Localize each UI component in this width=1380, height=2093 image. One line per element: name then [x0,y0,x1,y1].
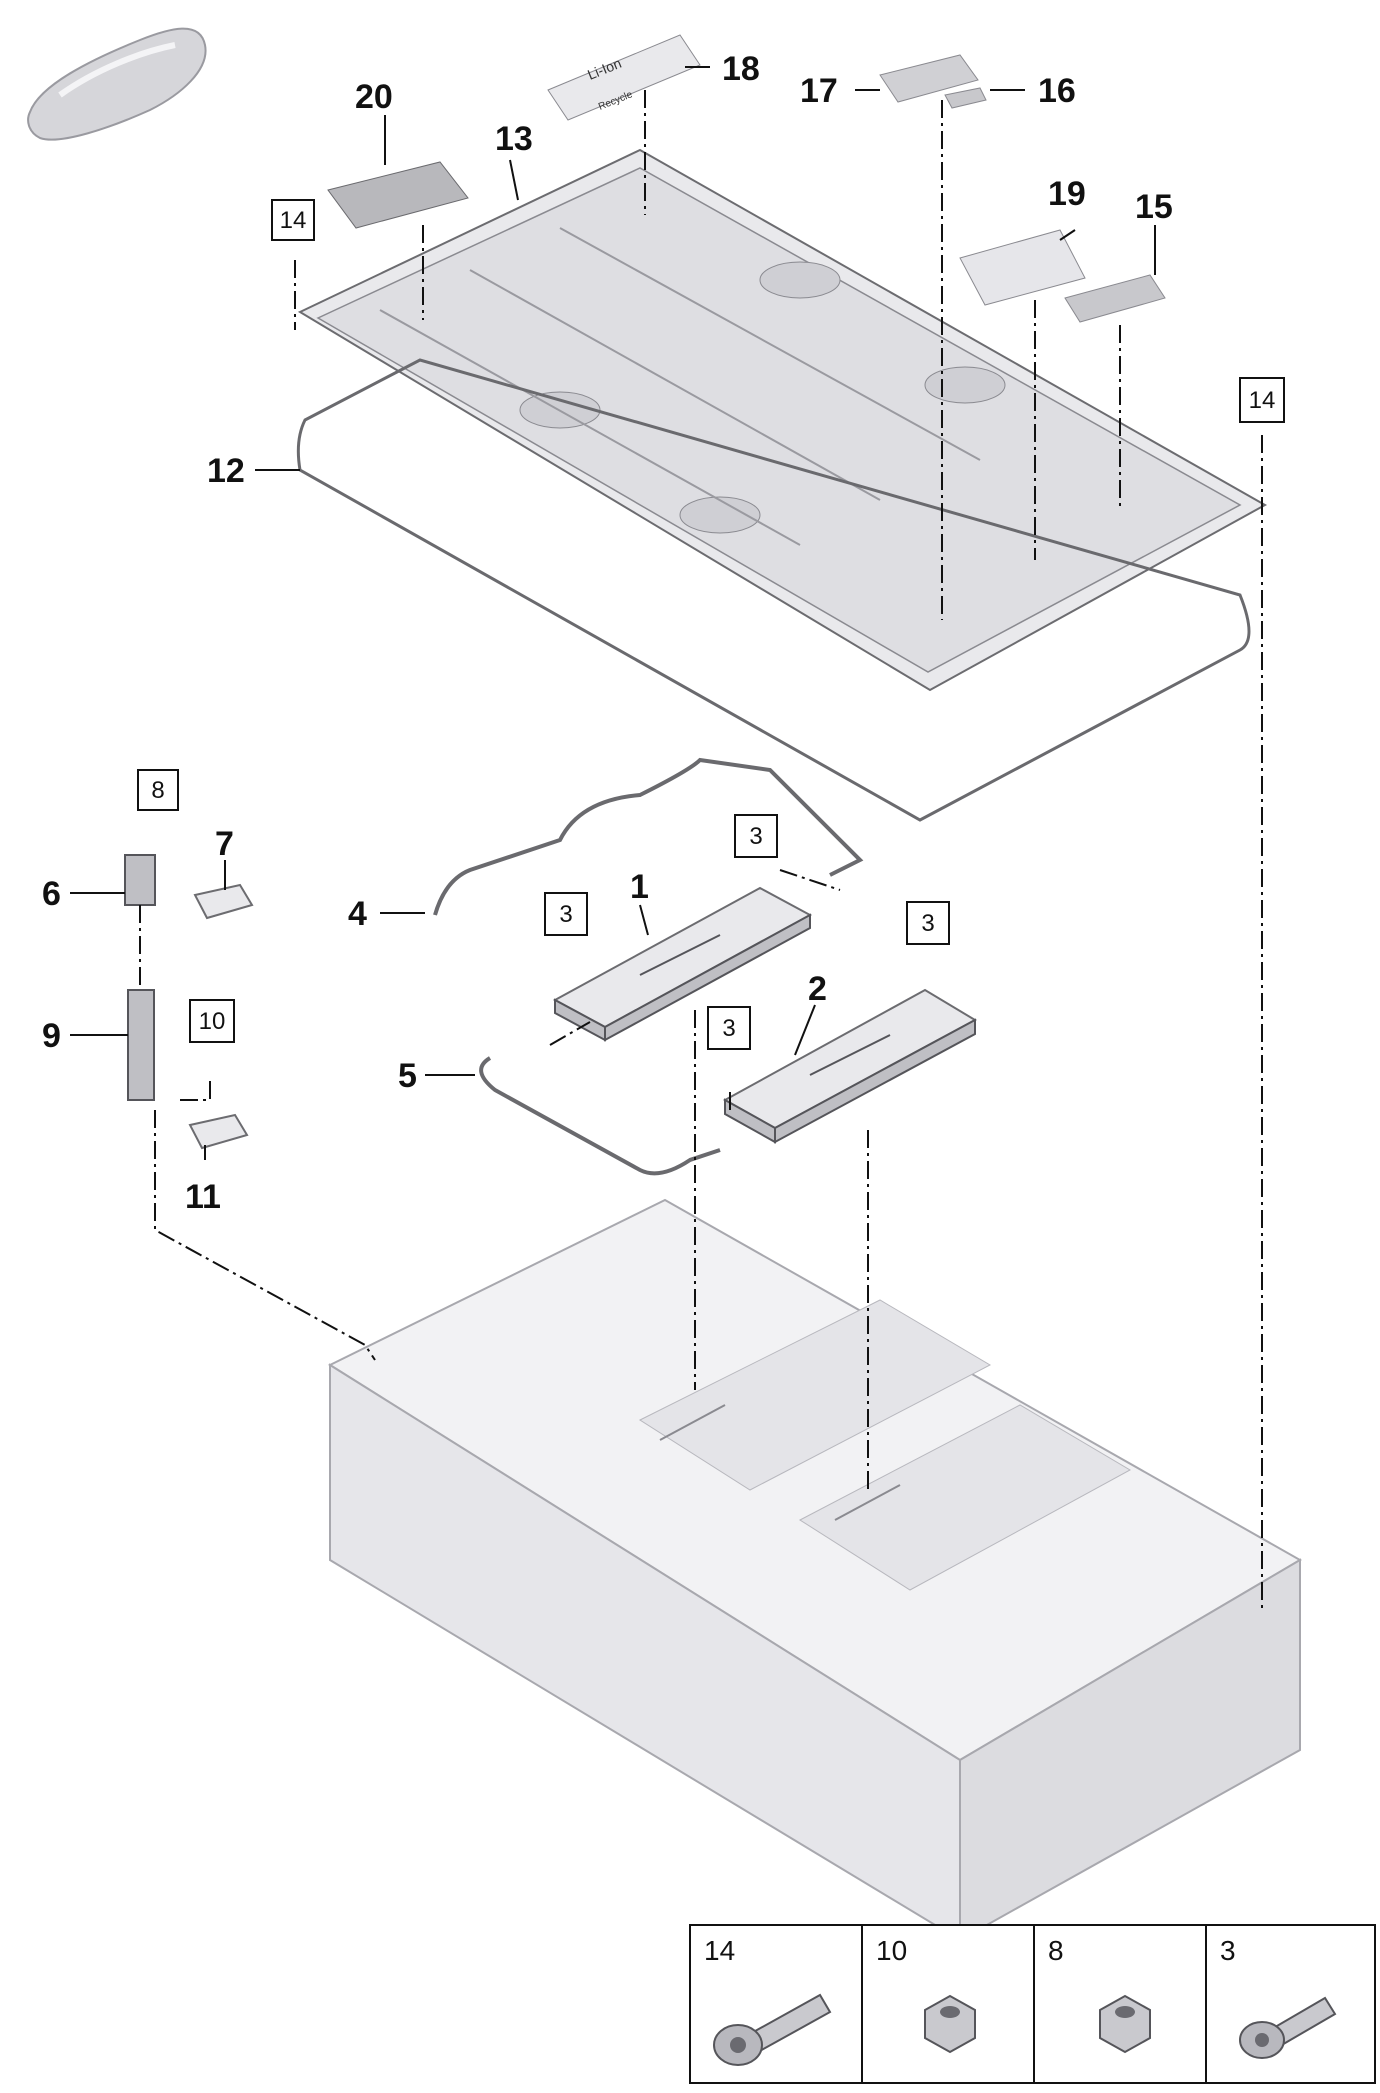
boxed-ref-3-a: 3 [749,823,762,850]
callout-7: 7 [215,825,234,863]
label-17 [879,54,979,103]
cell-module-2 [722,988,978,1144]
callout-12: 12 [207,452,245,490]
callouts: 20 13 18 17 16 19 15 12 1 2 4 5 6 7 9 11 [42,50,1173,1216]
callout-5: 5 [398,1057,417,1095]
label-20 [327,161,469,229]
part-6-bracket [124,854,156,906]
part-7-connector [193,883,254,920]
part-11-connector [188,1113,249,1150]
leader-lines [70,66,1156,1160]
fastener-legend: 14 10 8 3 [689,1924,1376,2084]
boxed-ref-14-right: 14 [1249,387,1276,414]
battery-housing [327,1198,1302,1942]
boxed-ref-8: 8 [151,777,164,804]
nut-icon [924,1994,976,2054]
label-19 [959,229,1086,306]
callout-16: 16 [1038,72,1076,110]
callout-4: 4 [348,895,367,933]
nut-icon [1099,1994,1151,2054]
legend-number-14: 14 [704,1935,735,1966]
wiring-harness-4 [433,757,864,916]
legend-number-10: 10 [876,1935,907,1966]
callout-9: 9 [42,1017,61,1055]
assembly-lines [139,90,1263,1610]
callout-18: 18 [722,50,760,88]
callout-15: 15 [1135,188,1173,226]
part-9-bracket [127,989,155,1101]
label-16 [944,87,987,109]
boxed-ref-3-d: 3 [722,1015,735,1042]
legend-number-8: 8 [1048,1935,1064,1966]
boxed-ref-3-c: 3 [921,910,934,937]
cover-seal [296,358,1251,822]
label-18: Li-Ion Recycle [547,34,701,121]
vehicle-thumbnail [27,27,207,141]
boxed-references: 14 14 8 10 3 3 3 3 [137,199,1285,1050]
callout-19: 19 [1048,175,1086,213]
battery-cover [297,148,1268,692]
boxed-ref-10: 10 [199,1008,226,1035]
callout-17: 17 [800,72,838,110]
callout-13: 13 [495,120,533,158]
callout-20: 20 [355,78,393,116]
bolt-icon [713,1993,832,2066]
boxed-ref-14-left: 14 [280,207,307,234]
callout-11: 11 [185,1178,221,1216]
legend-number-3: 3 [1220,1935,1236,1966]
label-15 [1064,274,1166,323]
boxed-ref-3-b: 3 [559,901,572,928]
callout-6: 6 [42,875,61,913]
cell-module-1 [552,886,813,1042]
wiring-harness-5 [479,1056,721,1176]
callout-1: 1 [630,868,649,906]
screw-icon [1239,1996,1337,2059]
callout-2: 2 [808,970,827,1008]
